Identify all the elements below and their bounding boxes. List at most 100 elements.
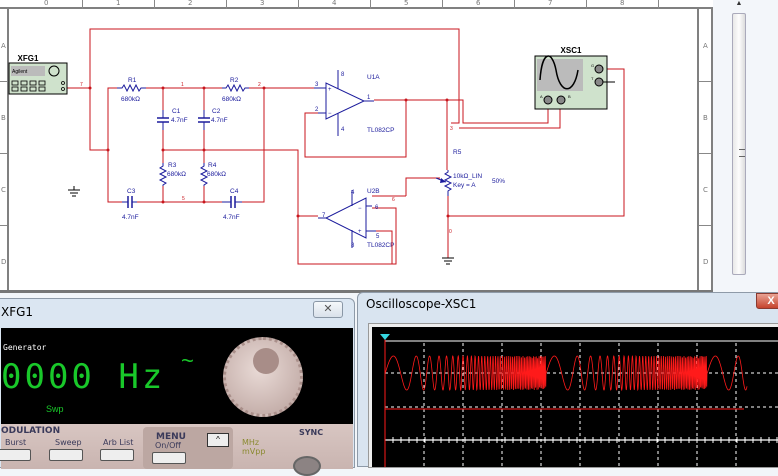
- scope-frame: [368, 323, 778, 468]
- vertical-scrollbar[interactable]: ▲: [730, 0, 748, 280]
- wire: [65, 28, 460, 124]
- c1-value: 4.7nF: [171, 117, 188, 124]
- component-ref: XFG1: [18, 54, 39, 63]
- col-label: 6: [476, 0, 481, 7]
- u1a-ref: U1A: [367, 74, 380, 81]
- wire: [447, 99, 549, 124]
- scroll-thumb[interactable]: [732, 13, 746, 275]
- rotary-knob[interactable]: [223, 337, 303, 417]
- row-label: A: [703, 42, 708, 50]
- wire: [304, 100, 407, 158]
- svg-text:2: 2: [315, 107, 319, 113]
- schematic-sheet[interactable]: 0 1 2 3 4 5 6 7 8 A B C D A B C D: [0, 0, 713, 293]
- arb-list-button[interactable]: [100, 449, 134, 461]
- menu-sub-label: On/Off: [155, 441, 181, 450]
- svg-text:−: −: [328, 111, 332, 117]
- scope-traces: [380, 334, 778, 467]
- c1-ref: C1: [172, 108, 181, 115]
- resistor-symbols: [117, 83, 453, 196]
- r5-key: Key = A: [453, 182, 476, 189]
- u2b-pin-labels: −+ 6 5 7 4 8: [322, 190, 380, 249]
- svg-text:8: 8: [351, 243, 355, 249]
- generator-panel: ODULATION Burst Sweep Arb List MENU On/O…: [0, 424, 353, 476]
- wire: [162, 186, 222, 203]
- wire: [374, 99, 448, 170]
- net-label: 1: [181, 82, 184, 88]
- r3-value: 680kΩ: [167, 171, 186, 178]
- svg-text:+: +: [358, 229, 362, 235]
- opamp-u1a: [314, 70, 374, 136]
- row-label: C: [1, 186, 6, 194]
- mvpp-label: mVpp: [242, 447, 266, 456]
- oscilloscope-window[interactable]: Oscilloscope-XSC1 X: [357, 292, 778, 468]
- row-label: D: [703, 258, 709, 266]
- svg-text:+: +: [328, 87, 332, 93]
- close-button[interactable]: X: [756, 293, 778, 309]
- r5-setting: 50%: [492, 178, 505, 185]
- mhz-label: MHz: [242, 438, 260, 447]
- c4-ref: C4: [230, 188, 239, 195]
- row-label: B: [1, 114, 6, 122]
- net-label: 2: [258, 82, 261, 88]
- display-header: Generator: [3, 343, 47, 352]
- col-label: 8: [620, 0, 625, 7]
- svg-text:4: 4: [341, 127, 345, 133]
- sweep-indicator: Swp: [46, 404, 64, 414]
- r4-value: 680kΩ: [207, 171, 226, 178]
- sync-label: SYNC: [299, 428, 324, 437]
- scope-screen[interactable]: [372, 327, 778, 467]
- brand-label: Agilent: [12, 69, 28, 75]
- svg-text:4: 4: [351, 190, 355, 196]
- net-label: 5: [182, 196, 185, 202]
- r4-ref: R4: [208, 162, 217, 169]
- col-label: 2: [188, 0, 193, 7]
- circuit-diagram: 7 1 2 5 3 6 0 Agilent: [8, 28, 625, 265]
- col-label: 5: [404, 0, 409, 7]
- svg-text:1: 1: [367, 95, 371, 101]
- r2-ref: R2: [230, 77, 239, 84]
- ground-icon: [68, 186, 80, 197]
- wire: [163, 149, 397, 265]
- r1-value: 680kΩ: [121, 96, 140, 103]
- generator-display: Generator 0000 Hz ~ Swp: [1, 328, 353, 424]
- modulation-label: ODULATION: [1, 426, 61, 436]
- net-label: 7: [80, 82, 83, 88]
- menu-button[interactable]: [152, 452, 186, 464]
- row-ruler-right: A B C D: [697, 9, 713, 292]
- r1-ref: R1: [128, 77, 137, 84]
- row-ruler-left: A B C D: [0, 9, 9, 292]
- oscilloscope-symbol: XSC1 A B G T: [534, 46, 615, 110]
- wire: [89, 88, 122, 203]
- net-labels: 7 1 2 5 3 6 0: [80, 82, 453, 235]
- sweep-label: Sweep: [55, 438, 82, 447]
- wires: [65, 28, 625, 265]
- svg-text:8: 8: [341, 72, 345, 78]
- function-generator-window[interactable]: XFG1 ✕ Generator 0000 Hz ~ Swp ODULATION…: [0, 298, 355, 476]
- function-generator-symbol: Agilent XFG1: [8, 54, 68, 95]
- close-button[interactable]: ✕: [313, 301, 343, 318]
- schematic-area[interactable]: 0 1 2 3 4 5 6 7 8 A B C D A B C D: [0, 0, 778, 300]
- sync-connector: [293, 456, 321, 476]
- col-label: 3: [260, 0, 265, 7]
- r2-value: 680kΩ: [222, 96, 241, 103]
- svg-text:B: B: [568, 94, 571, 99]
- net-label: 0: [449, 229, 452, 235]
- col-label: 7: [548, 0, 553, 7]
- capacitor-symbols: [127, 117, 236, 208]
- burst-button[interactable]: [0, 449, 31, 461]
- channel-a-trace: [384, 354, 748, 392]
- svg-text:T: T: [591, 76, 594, 81]
- component-labels: R1 680kΩ R2 680kΩ C1 4.7nF C2 4.7nF R3 6…: [121, 74, 505, 249]
- wire: [107, 87, 117, 150]
- c2-ref: C2: [212, 108, 221, 115]
- component-ref: XSC1: [561, 46, 582, 55]
- row-label: A: [1, 42, 6, 50]
- sweep-button[interactable]: [49, 449, 83, 461]
- scroll-up-icon[interactable]: ▲: [735, 0, 743, 7]
- svg-text:A: A: [540, 94, 543, 99]
- up-arrow-button[interactable]: ^: [207, 433, 229, 447]
- r5-value: 10kΩ_LIN: [453, 173, 482, 180]
- window-title: XFG1: [1, 305, 34, 319]
- col-label: 0: [44, 0, 49, 7]
- c3-value: 4.7nF: [122, 214, 139, 221]
